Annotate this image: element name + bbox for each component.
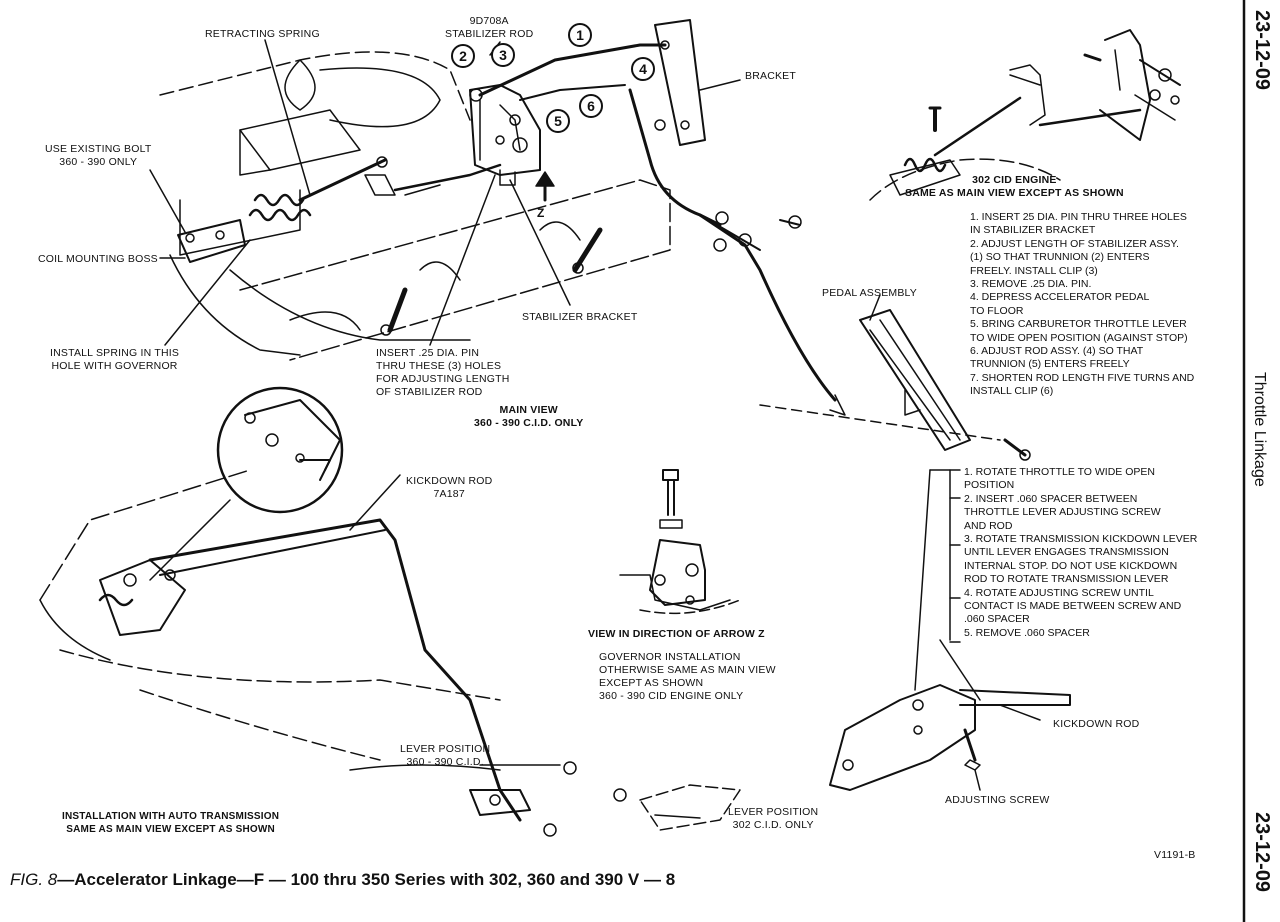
side-title: Throttle Linkage (1251, 372, 1268, 487)
kickdown-rod-7a187-label: KICKDOWN ROD 7A187 (406, 475, 493, 500)
kickdown-detail-drawing (829, 469, 1071, 791)
engine-302-step: FREELY. INSTALL CLIP (3) (970, 264, 1098, 277)
kickdown-steps: 1. ROTATE THROTTLE TO WIDE OPEN POSITION… (964, 466, 1197, 640)
governor-drawing (619, 469, 741, 615)
kickdown-step: ROD TO ROTATE TRANSMISSION LEVER (964, 573, 1169, 586)
callout-1: 1 (568, 23, 592, 47)
side-code-bottom: 23-12-09 (1251, 812, 1273, 893)
coil-boss-label: COIL MOUNTING BOSS (38, 253, 158, 265)
kickdown-step: INTERNAL STOP. DO NOT USE KICKDOWN (964, 559, 1178, 572)
kickdown-step: POSITION (964, 479, 1015, 492)
figure-caption: FIG. 8—Accelerator Linkage—F — 100 thru … (10, 870, 675, 890)
callout-2: 2 (451, 44, 475, 68)
auto-trans-install-note: INSTALLATION WITH AUTO TRANSMISSION SAME… (62, 811, 280, 835)
side-code-top: 23-12-09 (1251, 10, 1273, 91)
install-spring-label: INSTALL SPRING IN THIS HOLE WITH GOVERNO… (50, 347, 180, 372)
engine-302-step: IN STABILIZER BRACKET (970, 224, 1096, 237)
engine-302-step: 1. INSERT 25 DIA. PIN THRU THREE HOLES (970, 211, 1187, 223)
insert-pin-label: INSERT .25 DIA. PIN THRU THESE (3) HOLES… (376, 347, 510, 398)
figure-caption-text: —Accelerator Linkage—F — 100 thru 350 Se… (57, 870, 676, 889)
engine-302-step: TRUNNION (5) ENTERS FREELY (970, 358, 1130, 371)
main-view-title: MAIN VIEW 360 - 390 C.I.D. ONLY (474, 404, 584, 429)
callout-5: 5 (546, 109, 570, 133)
engine-302-steps: 1. INSERT 25 DIA. PIN THRU THREE HOLES I… (970, 211, 1194, 399)
engine-302-step: 7. SHORTEN ROD LENGTH FIVE TURNS AND (970, 371, 1195, 384)
figure-caption-label: FIG. 8 (10, 870, 58, 889)
kickdown-step: 3. ROTATE TRANSMISSION KICKDOWN LEVER (964, 533, 1198, 546)
engine-302-step: TO WIDE OPEN POSITION (AGAINST STOP) (970, 331, 1188, 344)
retracting-spring-label: RETRACTING SPRING (205, 28, 320, 40)
existing-bolt-label: USE EXISTING BOLT 360 - 390 ONLY (45, 143, 152, 168)
callout-6: 6 (579, 94, 603, 118)
stabilizer-bracket-label: STABILIZER BRACKET (522, 311, 638, 323)
callout-3: 3 (491, 43, 515, 67)
engine-302-step: 3. REMOVE .25 DIA. PIN. (970, 278, 1092, 291)
engine-302-step: 2. ADJUST LENGTH OF STABILIZER ASSY. (970, 237, 1179, 250)
pedal-assembly-label: PEDAL ASSEMBLY (822, 287, 918, 299)
engine-302-title: 302 CID ENGINE SAME AS MAIN VIEW EXCEPT … (905, 174, 1124, 199)
figure-id: V1191-B (1154, 849, 1196, 861)
inset-302-drawing (869, 29, 1181, 201)
kickdown-step: 5. REMOVE .060 SPACER (964, 626, 1090, 639)
engine-302-step: 6. ADJUST ROD ASSY. (4) SO THAT (970, 345, 1144, 358)
engine-302-step: TO FLOOR (970, 304, 1024, 317)
kickdown-step: 4. ROTATE ADJUSTING SCREW UNTIL (964, 586, 1154, 599)
callout-4: 4 (631, 57, 655, 81)
kickdown-step: 2. INSERT .060 SPACER BETWEEN (964, 492, 1138, 505)
stabilizer-rod-label: 9D708A STABILIZER ROD (445, 15, 534, 40)
kickdown-step: THROTTLE LEVER ADJUSTING SCREW (964, 506, 1161, 519)
engine-302-step: 4. DEPRESS ACCELERATOR PEDAL (970, 291, 1150, 304)
kickdown-step: 1. ROTATE THROTTLE TO WIDE OPEN (964, 466, 1155, 478)
arrow-z-label: Z (537, 206, 545, 220)
kickdown-step: .060 SPACER (964, 613, 1030, 626)
auto-trans-drawing (39, 386, 741, 837)
lever-position-302-label: LEVER POSITION 302 C.I.D. ONLY (728, 806, 819, 831)
lever-position-360-label: LEVER POSITION 360 - 390 C.I.D. (400, 743, 491, 768)
kickdown-step: CONTACT IS MADE BETWEEN SCREW AND (964, 600, 1182, 613)
bracket-label: BRACKET (745, 70, 796, 82)
adjusting-screw-label: ADJUSTING SCREW (945, 794, 1050, 806)
kickdown-step: AND ROD (964, 519, 1013, 532)
engine-302-step: (1) SO THAT TRUNNION (2) ENTERS (970, 251, 1150, 264)
main-view-drawing (149, 19, 1031, 461)
kickdown-rod-label: KICKDOWN ROD (1053, 718, 1140, 730)
engine-302-step: 5. BRING CARBURETOR THROTTLE LEVER (970, 318, 1187, 331)
governor-note: GOVERNOR INSTALLATION OTHERWISE SAME AS … (599, 651, 776, 702)
engine-302-step: INSTALL CLIP (6) (970, 385, 1054, 398)
view-arrow-z-title: VIEW IN DIRECTION OF ARROW Z (588, 628, 765, 640)
kickdown-step: UNTIL LEVER ENGAGES TRANSMISSION (964, 546, 1169, 559)
